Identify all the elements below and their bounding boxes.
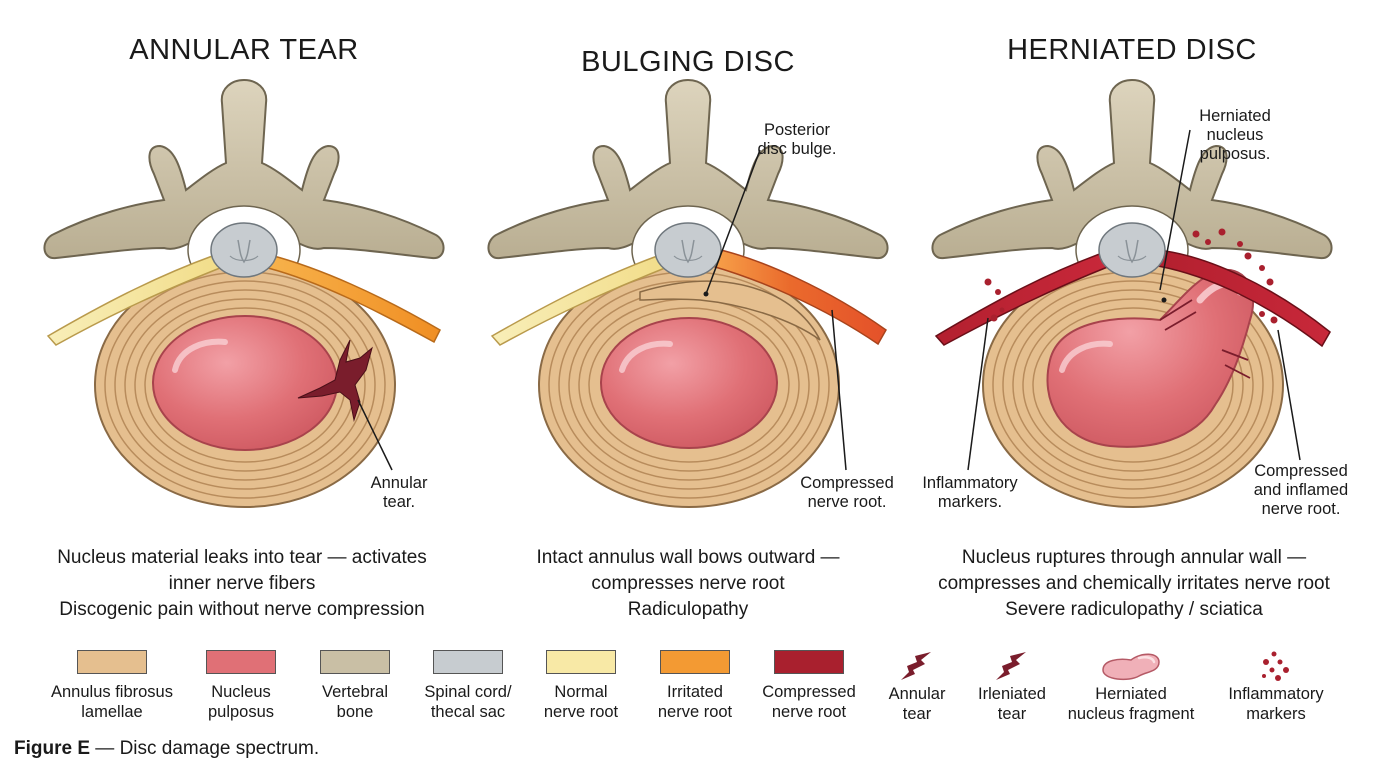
legend-item-compressed-nerve: Compressed nerve root	[744, 650, 874, 722]
legend-item-vertebral-bone: Vertebral bone	[290, 650, 420, 722]
callout-herniated-nucleus-pulposus: Herniated nucleus pulposus.	[1199, 107, 1271, 163]
caption-line: Severe radiculopathy / sciatica	[1005, 599, 1263, 620]
caption-line: Radiculopathy	[627, 599, 749, 620]
caption-line: compresses nerve root	[591, 573, 785, 594]
caption-line: Intact annulus wall bows outward —	[536, 547, 840, 568]
legend-label: Herniated nucleus fragment	[1067, 685, 1195, 723]
caption-annular-tear: Nucleus material leaks into tear — activ…	[12, 545, 472, 623]
caption-line: compresses and chemically irritates nerv…	[938, 573, 1330, 594]
legend-item-herniated-fragment: Herniated nucleus fragment	[1066, 650, 1196, 724]
legend-item-normal-nerve: Normal nerve root	[516, 650, 646, 722]
tear-icon	[852, 650, 982, 684]
caption-line: Nucleus material leaks into tear — activ…	[57, 547, 427, 568]
panel-title-bulging-disc: BULGING DISC	[581, 46, 795, 78]
caption-line: Discogenic pain without nerve compressio…	[59, 599, 425, 620]
annulus-swatch	[77, 650, 147, 674]
figure-caption: Figure E — Disc damage spectrum.	[14, 738, 319, 760]
caption-bulging-disc: Intact annulus wall bows outward — compr…	[458, 545, 918, 623]
legend-label: Compressed nerve root	[762, 683, 856, 721]
panel-bulging-disc-art	[487, 79, 889, 508]
legend-item-herniated-tear: Irleniated tear	[947, 650, 1077, 724]
legend-item-inflammatory-markers: Inflammatory markers	[1211, 650, 1341, 724]
legend-label: Nucleus pulposus	[207, 683, 275, 721]
irritated-nerve-swatch	[660, 650, 730, 674]
legend-label: Normal nerve root	[543, 683, 619, 721]
caption-line: inner nerve fibers	[168, 573, 316, 594]
panel-herniated-disc-art	[931, 79, 1333, 508]
dots-icon	[1211, 650, 1341, 684]
panel-annular-tear-art	[43, 79, 445, 508]
cord-swatch	[433, 650, 503, 674]
legend-label: Annular tear	[888, 685, 946, 723]
compressed-nerve-swatch	[774, 650, 844, 674]
legend-label: Inflammatory markers	[1228, 685, 1324, 723]
legend-label: Spinal cord/ thecal sac	[424, 683, 512, 721]
legend-item-annulus: Annulus fibrosus lamellae	[47, 650, 177, 722]
tear-icon	[947, 650, 1077, 684]
caption-herniated-disc: Nucleus ruptures through annular wall — …	[904, 545, 1364, 623]
callout-compressed-inflamed-nerve-root: Compressed and inflamed nerve root.	[1253, 462, 1349, 518]
legend-label: Irritated nerve root	[657, 683, 733, 721]
figure-caption-text: — Disc damage spectrum.	[90, 738, 320, 759]
panel-title-annular-tear: ANNULAR TEAR	[129, 34, 359, 66]
legend-item-annular-tear: Annular tear	[852, 650, 982, 724]
legend-item-nucleus: Nucleus pulposus	[176, 650, 306, 722]
callout-annular-tear: Annular tear.	[370, 474, 428, 511]
legend-item-spinal-cord: Spinal cord/ thecal sac	[403, 650, 533, 722]
callout-inflammatory-markers: Inflammatory markers.	[922, 474, 1018, 511]
panel-title-herniated-disc: HERNIATED DISC	[1007, 34, 1257, 66]
legend-item-irritated-nerve: Irritated nerve root	[630, 650, 760, 722]
fragment-icon	[1066, 650, 1196, 684]
legend-label: Vertebral bone	[321, 683, 389, 721]
nucleus-swatch	[206, 650, 276, 674]
bone-swatch	[320, 650, 390, 674]
callout-compressed-nerve-root: Compressed nerve root.	[800, 474, 894, 511]
legend-label: Irleniated tear	[978, 685, 1046, 723]
callout-posterior-disc-bulge: Posterior disc bulge.	[757, 121, 837, 158]
caption-line: Nucleus ruptures through annular wall —	[961, 547, 1307, 568]
normal-nerve-swatch	[546, 650, 616, 674]
figure-label: Figure E	[14, 738, 91, 759]
legend-label: Annulus fibrosus lamellae	[51, 683, 173, 721]
